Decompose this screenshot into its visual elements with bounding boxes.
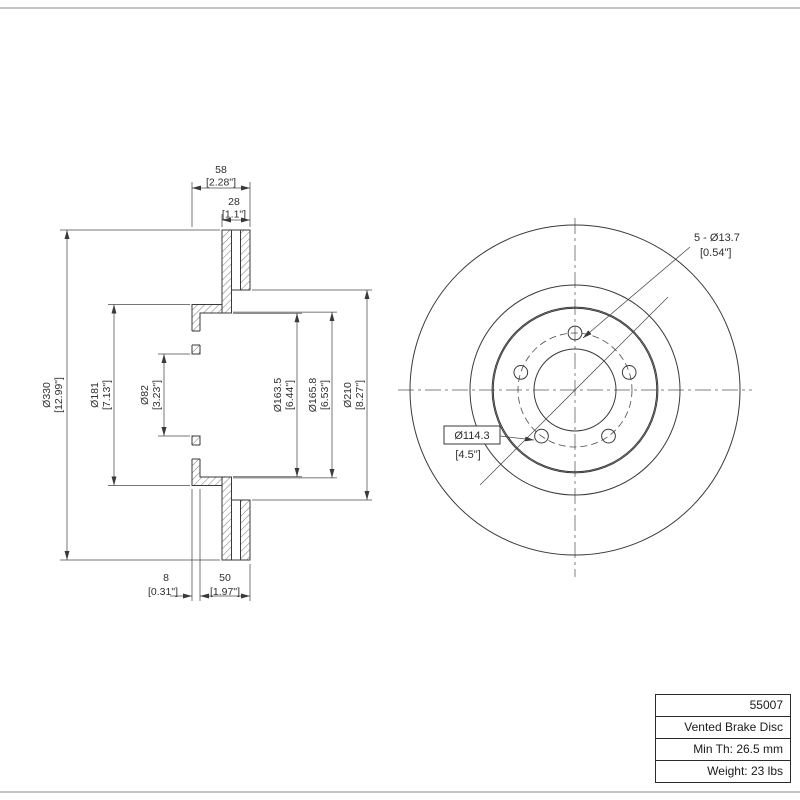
dim-face-thickness-mm: 8 [163,572,169,584]
dim-face-thickness-inch: [0.31"] [148,586,178,598]
bolt-hole [513,365,529,380]
front-view-labels: 5 - Ø13.7 [0.54"] Ø114.3 [4.5"] [443,232,740,461]
bolt-circle-label: Ø114.3 [454,430,489,442]
outer-diameter-circle [409,224,741,556]
center-bore-circle [533,348,617,432]
dim-bore-dia-mm: Ø82 [139,385,151,405]
dim-flange-dia-b: Ø165.8 [6.53"] [233,311,337,479]
dim-flange-dia-a-mm: Ø163.5 [272,378,284,413]
section-dimensions: 58 [2.28"] 28 [1.1"] Ø330 [12.99"] Ø181 … [41,164,372,601]
dim-flange-dia-b-mm: Ø165.8 [307,378,319,413]
bolt-circle-label-inch: [4.5"] [455,449,480,461]
dim-bore-dia: Ø82 [3.23"] [139,353,190,437]
dim-flange-dia-a: Ø163.5 [6.44"] [233,312,302,478]
dim-overall-width: 58 [2.28"] [191,164,251,227]
bolt-circle-leader [499,435,535,442]
dim-outer-dia: Ø330 [12.99"] [41,229,220,561]
dim-ring-thickness: 28 [1.1"] [221,196,250,227]
info-row-min-thickness: Min Th: 26.5 mm [656,738,790,760]
dim-hat-height-mm: 50 [219,572,231,584]
dim-pad-inner-dia-inch: [8.27"] [354,380,366,410]
dim-overall-width-mm: 58 [215,164,227,176]
dim-ring-thickness-inch: [1.1"] [222,209,246,221]
section-hat-top [191,304,223,355]
flange-circle-b [491,306,659,474]
dim-face-thickness: 8 [0.31"] [148,489,201,601]
pad-inner-circle [469,284,681,496]
bolt-circle-label-box [443,425,501,445]
section-inner-plate-top [221,229,232,314]
sheet-frame [0,7,800,793]
dim-pad-inner-dia: Ø210 [8.27"] [252,289,372,501]
dim-hat-height-inch: [1.97"] [210,586,240,598]
bolt-holes-label-inch: [0.54"] [700,247,731,259]
info-row-type: Vented Brake Disc [656,716,790,738]
section-outer-plate-top [240,229,251,291]
diagonal-construction-line [479,296,669,486]
dim-hat-dia-mm: Ø181 [89,382,101,408]
front-view [398,218,752,577]
bolt-hole [601,428,616,444]
info-row-weight: Weight: 23 lbs [656,760,790,782]
dim-flange-dia-a-inch: [6.44"] [284,380,296,410]
bolt-hole [534,428,549,444]
flange-circle-a [492,307,658,473]
section-outer-plate-bottom [240,499,251,561]
bolt-holes-leader [582,246,691,339]
info-table: 55007 Vented Brake Disc Min Th: 26.5 mm … [655,694,791,783]
section-view [191,229,251,561]
bolt-hole [621,365,637,380]
dim-hat-height: 50 [1.97"] [200,564,251,601]
info-row-part-number: 55007 [749,698,783,712]
section-inner-plate-bottom [221,476,232,561]
dim-overall-width-inch: [2.28"] [206,177,236,189]
stud-hole-section-bottom [191,444,201,460]
dim-flange-dia-b-inch: [6.53"] [319,380,331,410]
dim-pad-inner-dia-mm: Ø210 [342,382,354,408]
dim-hat-dia: Ø181 [7.13"] [89,304,190,486]
bolt-hole [567,325,583,341]
dim-outer-dia-mm: Ø330 [41,382,53,408]
bolt-holes-label: 5 - Ø13.7 [694,232,740,244]
dim-hat-dia-inch: [7.13"] [101,380,113,410]
stud-hole-section-top [191,330,201,346]
section-hat-bottom [191,435,223,486]
dim-bore-dia-inch: [3.23"] [151,380,163,410]
bolt-circle [517,332,633,448]
dim-outer-dia-inch: [12.99"] [53,377,65,413]
dim-ring-thickness-mm: 28 [228,196,240,208]
